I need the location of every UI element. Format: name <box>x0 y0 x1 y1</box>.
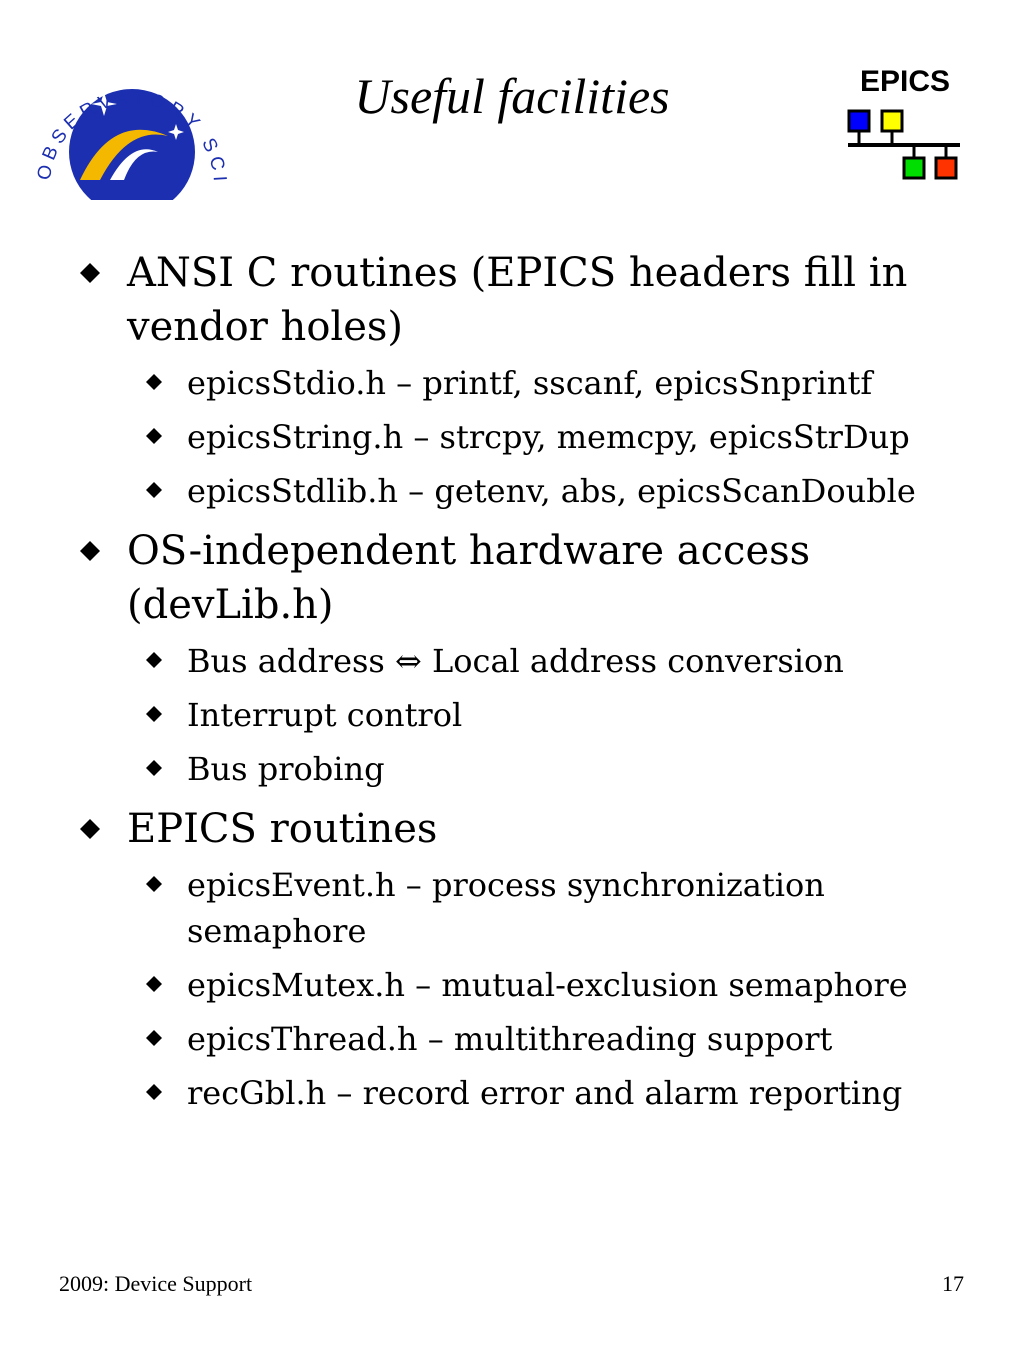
epics-logo: EPICS <box>846 64 964 184</box>
bullet-text: EPICS routines <box>127 806 438 852</box>
epics-network-icon <box>847 109 960 180</box>
diamond-bullet-icon <box>146 374 162 390</box>
bullet-item: OS-independent hardware access (devLib.h… <box>80 524 980 632</box>
page-number: 17 <box>942 1271 964 1296</box>
logo-arc-icon <box>80 129 168 180</box>
diamond-bullet-icon <box>146 876 162 892</box>
epics-label: EPICS <box>859 65 951 98</box>
diamond-bullet-icon <box>80 541 100 561</box>
diamond-bullet-icon <box>80 819 100 839</box>
sub-bullet-item: epicsMutex.h – mutual-exclusion semaphor… <box>80 962 980 1008</box>
sub-bullet-text: epicsEvent.h – process synchronization s… <box>187 866 825 950</box>
diamond-bullet-icon <box>146 706 162 722</box>
observatory-sciences-logo: OBSERVATORY SCIENCES <box>28 40 225 200</box>
logo-small-star-icon <box>168 124 184 140</box>
epics-yellow-node <box>880 109 904 133</box>
sub-bullet-item: epicsThread.h – multithreading support <box>80 1016 980 1062</box>
sub-bullet-text: epicsStdio.h – printf, sscanf, epicsSnpr… <box>187 364 873 402</box>
sub-bullet-item: Bus probing <box>80 746 980 792</box>
diamond-bullet-icon <box>146 482 162 498</box>
bullet-text: ANSI C routines (EPICS headers fill in v… <box>127 250 908 350</box>
sub-bullet-text: Interrupt control <box>187 696 463 734</box>
diamond-bullet-icon <box>146 760 162 776</box>
sub-bullet-item: Interrupt control <box>80 692 980 738</box>
logo-star-icon <box>91 92 117 116</box>
sub-bullet-item: epicsStdio.h – printf, sscanf, epicsSnpr… <box>80 360 980 406</box>
epics-red-node <box>934 156 958 180</box>
sub-bullet-text: Bus address ⇔ Local address conversion <box>187 642 844 680</box>
sub-bullet-text: Bus probing <box>187 750 385 788</box>
sub-bullet-text: epicsMutex.h – mutual-exclusion semaphor… <box>187 966 908 1004</box>
epics-blue-node <box>847 109 871 133</box>
sub-bullet-text: epicsThread.h – multithreading support <box>187 1020 833 1058</box>
footer-caption: 2009: Device Support <box>59 1271 253 1296</box>
diamond-bullet-icon <box>146 976 162 992</box>
sub-bullet-text: epicsString.h – strcpy, memcpy, epicsStr… <box>187 418 910 456</box>
sub-bullet-item: Bus address ⇔ Local address conversion <box>80 638 980 684</box>
diamond-bullet-icon <box>146 652 162 668</box>
logo-inner-arc <box>110 149 158 180</box>
bullet-item: ANSI C routines (EPICS headers fill in v… <box>80 246 980 354</box>
sub-bullet-item: recGbl.h – record error and alarm report… <box>80 1070 980 1116</box>
diamond-bullet-icon <box>146 1084 162 1100</box>
sub-bullet-text: epicsStdlib.h – getenv, abs, epicsScanDo… <box>187 472 916 510</box>
diamond-bullet-icon <box>146 1030 162 1046</box>
diamond-bullet-icon <box>146 428 162 444</box>
slide-title: Useful facilities <box>354 68 670 124</box>
slide-content: ANSI C routines (EPICS headers fill in v… <box>80 236 980 1116</box>
diamond-bullet-icon <box>80 263 100 283</box>
bullet-item: EPICS routines <box>80 802 980 856</box>
sub-bullet-item: epicsString.h – strcpy, memcpy, epicsStr… <box>80 414 980 460</box>
sub-bullet-item: epicsEvent.h – process synchronization s… <box>80 862 980 954</box>
sub-bullet-item: epicsStdlib.h – getenv, abs, epicsScanDo… <box>80 468 980 514</box>
epics-green-node <box>902 156 926 180</box>
bullet-text: OS-independent hardware access (devLib.h… <box>127 528 811 628</box>
sub-bullet-text: recGbl.h – record error and alarm report… <box>187 1074 903 1112</box>
